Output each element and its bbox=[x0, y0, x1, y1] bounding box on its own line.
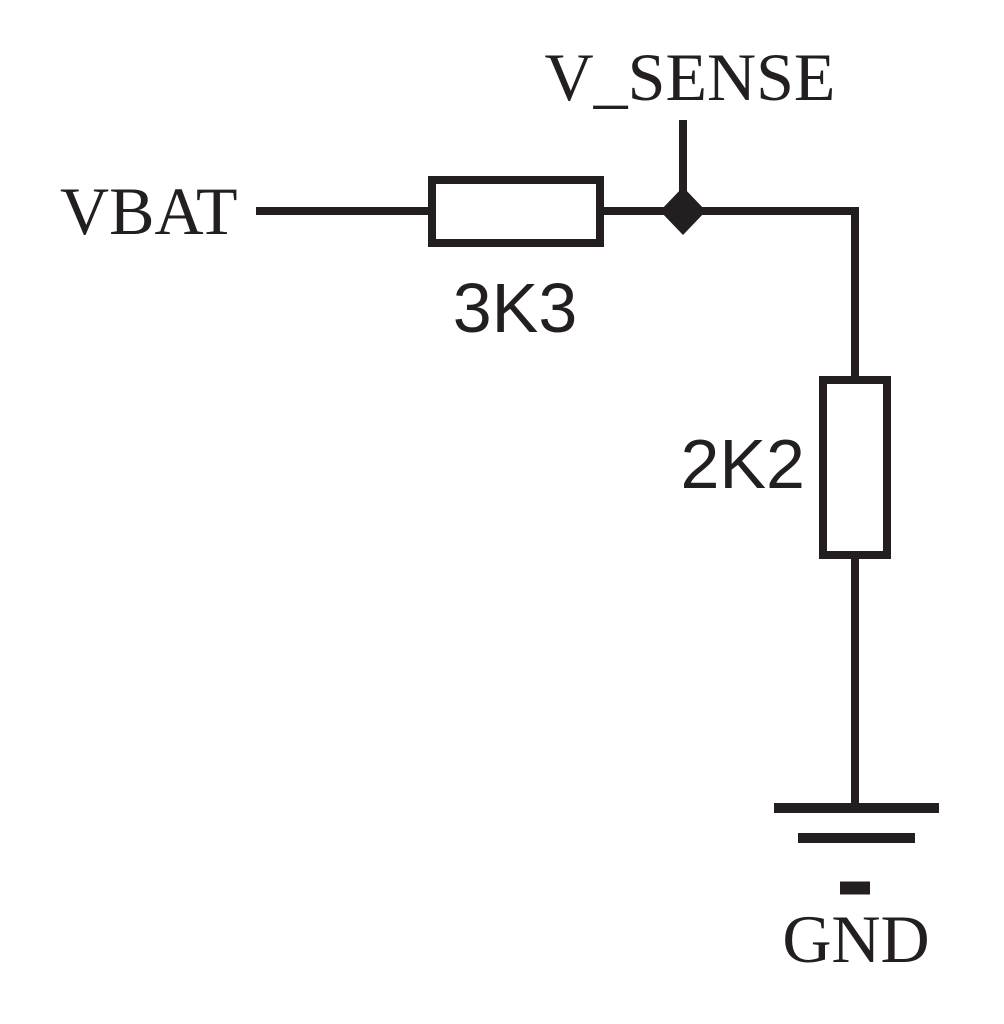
v-sense-label: V_SENSE bbox=[545, 39, 836, 115]
resistor-r1-body bbox=[428, 176, 604, 247]
gnd-label: GND bbox=[782, 901, 929, 977]
ground-symbol bbox=[774, 803, 939, 895]
resistor-r2-body bbox=[819, 376, 891, 559]
resistor-r1-value: 3K3 bbox=[453, 269, 578, 347]
vbat-label: VBAT bbox=[60, 173, 238, 249]
resistor-r2-value: 2K2 bbox=[680, 425, 805, 503]
